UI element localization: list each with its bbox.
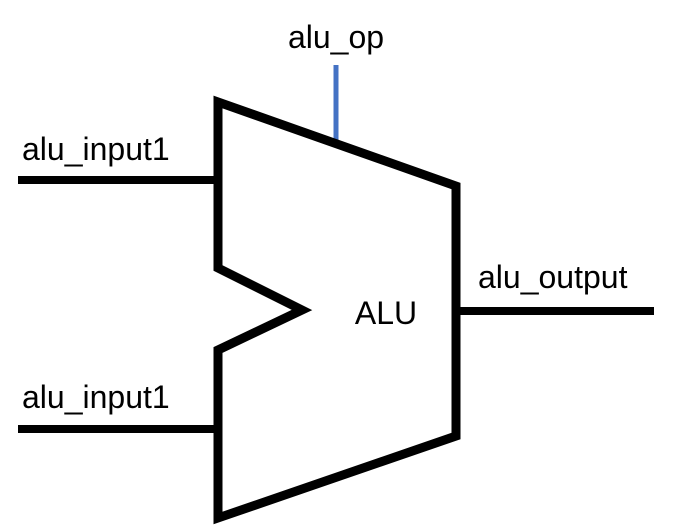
input-bottom-label: alu_input1 <box>22 379 170 415</box>
alu-shape <box>213 95 461 525</box>
alu-label: ALU <box>355 295 417 331</box>
control-label: alu_op <box>288 19 384 55</box>
input-top-label: alu_input1 <box>22 131 170 167</box>
output-label: alu_output <box>478 259 628 295</box>
